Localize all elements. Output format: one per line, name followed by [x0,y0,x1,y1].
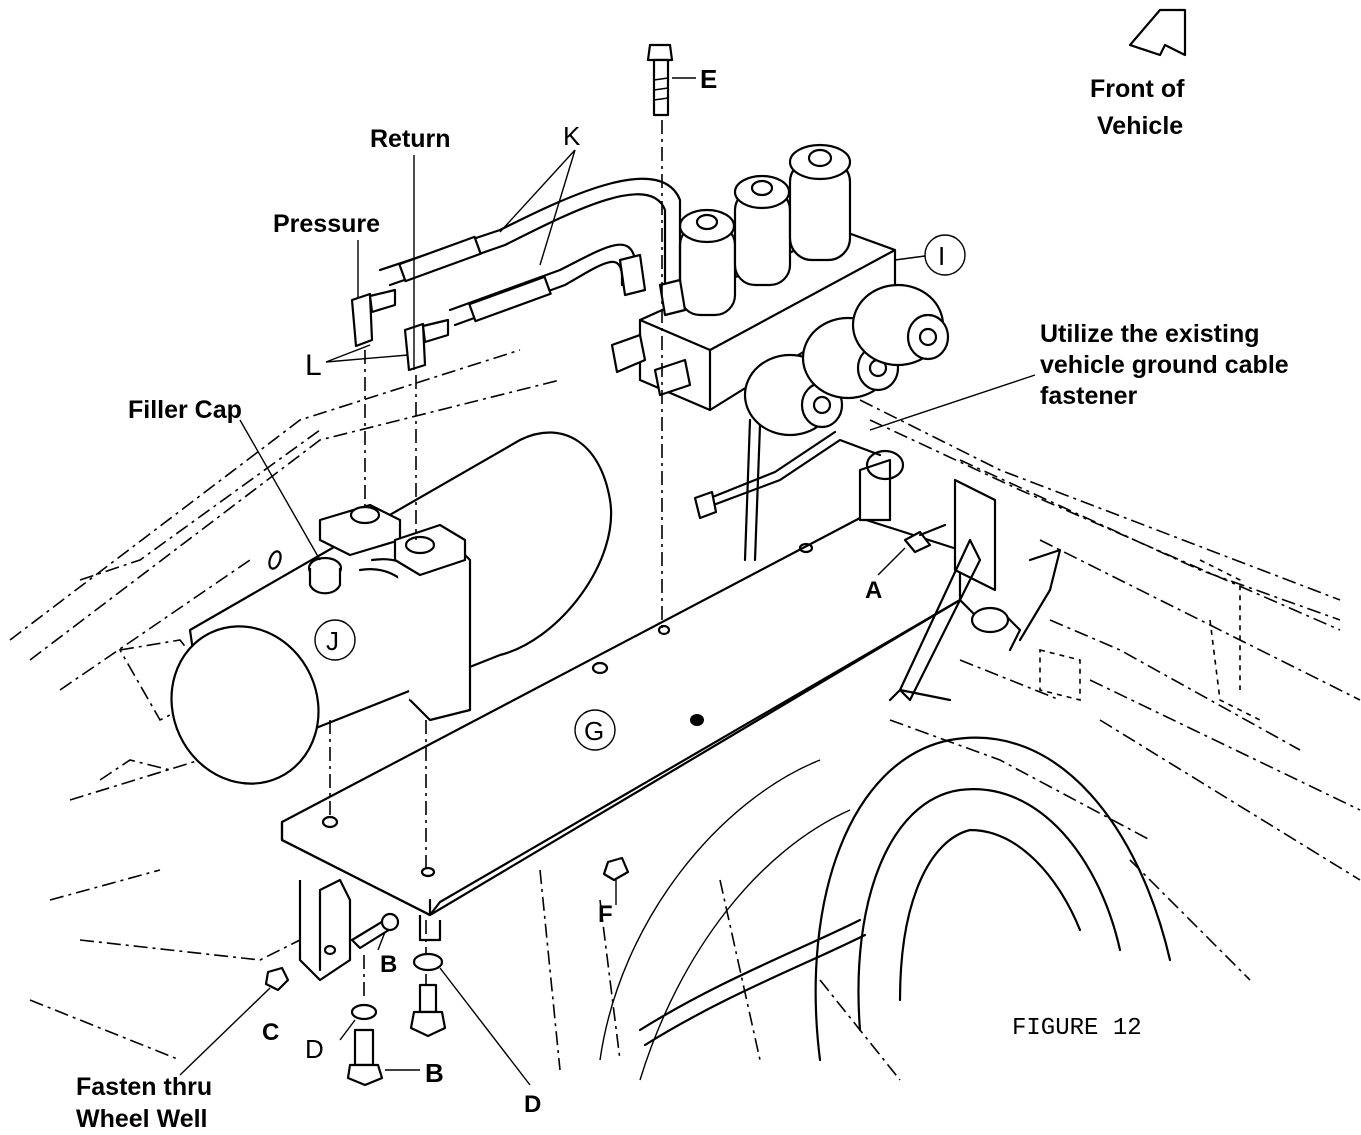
label-front-line1: Front of [1090,75,1185,103]
label-pressure: Pressure [273,210,380,238]
nut-f [602,856,630,882]
label-j: J [326,626,339,656]
label-fasten-line2: Wheel Well [76,1105,208,1133]
wheel-well [599,736,1172,1081]
hydraulic-hoses [378,177,687,327]
ground-cable [693,418,1062,652]
label-c: C [262,1019,279,1046]
label-e: E [700,64,717,94]
solenoid-top-3 [788,143,852,262]
figure-title: FIGURE 12 [1012,1015,1142,1042]
label-k: K [563,121,581,151]
label-ground-line1: Utilize the existing [1040,320,1259,348]
label-b-upper: B [380,951,397,978]
bolt-a [903,523,947,554]
washer-d-left [350,1003,378,1021]
label-d-left: D [305,1034,324,1064]
label-l: L [305,349,322,382]
label-g: G [584,716,604,746]
label-filler-cap: Filler Cap [128,396,242,424]
support-brackets [298,458,997,982]
label-f: F [598,901,613,928]
solenoid-top-2 [733,174,792,287]
nut-c [264,966,290,992]
bolt-b-right [409,1010,447,1038]
callout-circle-j [314,619,356,661]
mounting-plate [280,516,962,917]
leader-lines [179,77,1036,1086]
callout-circle-g [574,709,616,751]
pump-motor [170,431,613,785]
cable-hose [638,918,867,1047]
vehicle-body-outline [9,349,1361,1081]
label-a: A [865,577,882,604]
label-ground-line3: fastener [1040,382,1138,410]
label-front-line2: Vehicle [1097,112,1183,140]
bolt-e [646,43,674,117]
label-i: I [938,241,945,271]
callout-circle-i [924,234,966,276]
solenoid-top-1 [678,208,737,317]
washer-d-right [412,952,444,972]
valve-block [610,143,950,437]
bolt-b-lower [346,1063,384,1087]
assembly-guides [329,120,663,1000]
fasteners [264,856,630,1087]
label-fasten-line1: Fasten thru [76,1073,212,1101]
arrow-outline-icon [1128,8,1187,57]
label-return: Return [370,125,451,153]
label-d-bottom: D [524,1091,541,1118]
label-b-lower: B [425,1058,444,1088]
elbow-fittings [350,288,450,372]
label-ground-line2: vehicle ground cable [1040,351,1289,379]
solenoid-side-3 [851,283,950,367]
